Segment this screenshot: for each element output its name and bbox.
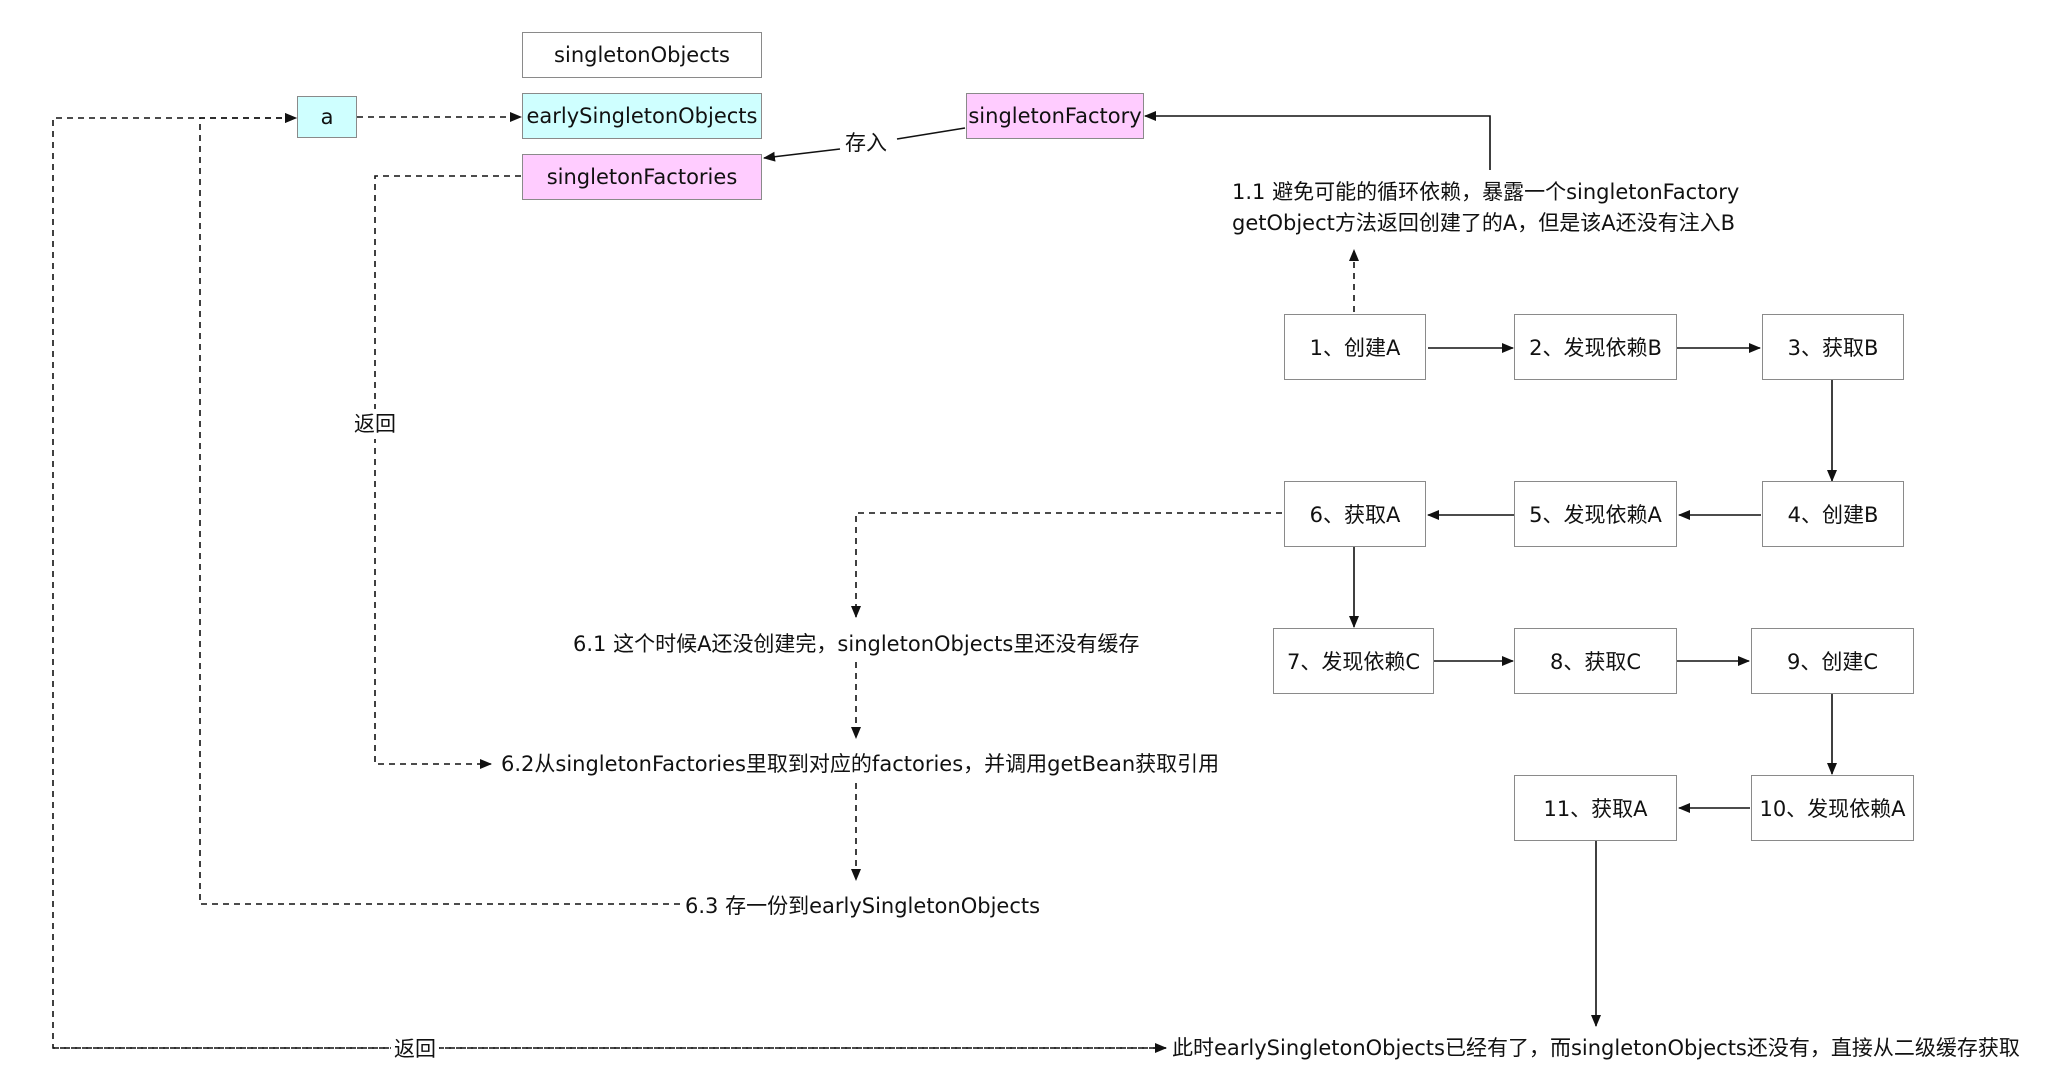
step-7: 7、发现依赖C <box>1273 628 1434 694</box>
note-6-1: 6.1 这个时候A还没创建完，singletonObjects里还没有缓存 <box>573 632 1140 656</box>
step-3: 3、获取B <box>1762 314 1904 380</box>
step-11-label: 11、获取A <box>1543 797 1648 821</box>
edge-note1-factory <box>1144 111 1491 170</box>
singleton-factories-label: singletonFactories <box>546 165 738 189</box>
step-9-label: 9、创建C <box>1786 650 1879 674</box>
note-6-2: 6.2从singletonFactories里取到对应的factories，并调… <box>501 752 1220 776</box>
step-10-label: 10、发现依赖A <box>1759 797 1906 821</box>
step-8: 8、获取C <box>1514 628 1677 694</box>
step-9: 9、创建C <box>1751 628 1914 694</box>
note-1-1-line-2: getObject方法返回创建了的A，但是该A还没有注入B <box>1232 211 1736 235</box>
early-singleton-objects-label: earlySingletonObjects <box>526 104 758 128</box>
object-a-label: a <box>320 105 334 129</box>
note-1-1-line-1: 1.1 避免可能的循环依赖，暴露一个singletonFactory <box>1232 180 1740 204</box>
note-6-3: 6.3 存一份到earlySingletonObjects <box>685 894 1041 918</box>
singleton-factories-box: singletonFactories <box>522 154 762 200</box>
singleton-objects-box: singletonObjects <box>522 32 762 78</box>
edge-s6-note6-1 <box>851 512 1282 618</box>
edge-note6-3-a <box>199 113 680 905</box>
step-11: 11、获取A <box>1514 775 1677 841</box>
step-1-label: 1、创建A <box>1309 336 1401 360</box>
note-final: 此时earlySingletonObjects已经有了，而singletonOb… <box>1172 1036 2020 1060</box>
edge-store-in <box>763 148 841 162</box>
singleton-objects-label: singletonObjects <box>554 43 730 67</box>
step-2-label: 2、发现依赖B <box>1529 336 1662 360</box>
return-label-2: 返回 <box>391 1034 439 1064</box>
edge-factories-note6-2 <box>374 175 521 769</box>
singleton-factory-label: singletonFactory <box>968 104 1142 128</box>
singleton-factory-box: singletonFactory <box>966 93 1144 139</box>
store-in-label: 存入 <box>842 128 890 158</box>
note-1-1: 1.1 避免可能的循环依赖，暴露一个singletonFactory getOb… <box>1232 177 1739 239</box>
step-8-label: 8、获取C <box>1549 650 1642 674</box>
step-6-label: 6、获取A <box>1309 503 1401 527</box>
step-10: 10、发现依赖A <box>1751 775 1914 841</box>
step-5-label: 5、发现依赖A <box>1529 503 1662 527</box>
step-7-label: 7、发现依赖C <box>1286 650 1421 674</box>
edge-final-return-a <box>52 113 1166 1049</box>
object-a-box: a <box>297 96 357 138</box>
early-singleton-objects-box: earlySingletonObjects <box>522 93 762 139</box>
return-label-1: 返回 <box>351 409 399 439</box>
step-3-label: 3、获取B <box>1787 336 1879 360</box>
step-4: 4、创建B <box>1762 481 1904 547</box>
step-5: 5、发现依赖A <box>1514 481 1677 547</box>
step-1: 1、创建A <box>1284 314 1426 380</box>
step-2: 2、发现依赖B <box>1514 314 1677 380</box>
edge-factory-factories <box>896 127 966 140</box>
step-6: 6、获取A <box>1284 481 1426 547</box>
step-4-label: 4、创建B <box>1787 503 1879 527</box>
